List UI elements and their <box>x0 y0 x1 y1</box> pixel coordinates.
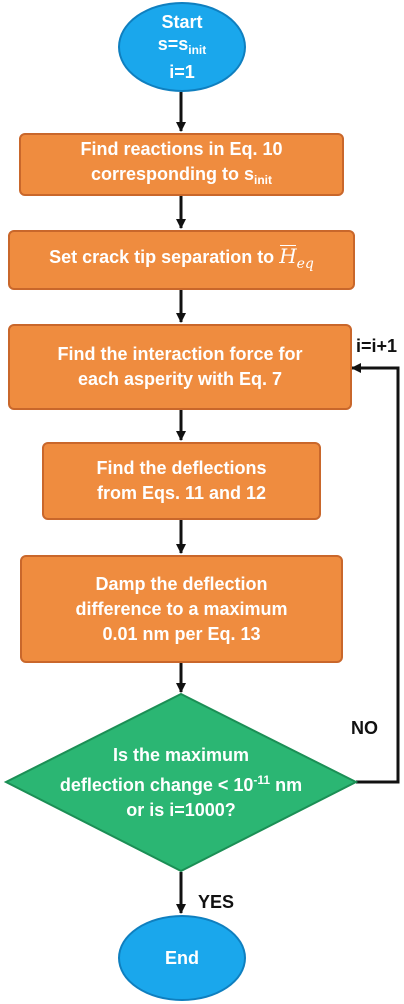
decision-line-1: Is the maximum <box>112 744 250 765</box>
damp-line-2: difference to a maximum <box>75 598 288 619</box>
decision-line-3: or is i=1000? <box>126 799 236 820</box>
interaction-line-2: each asperity with Eq. 7 <box>77 369 283 389</box>
damp-line-3: 0.01 nm per Eq. 13 <box>102 623 261 644</box>
start-init-line: s=sinit <box>157 34 207 57</box>
deflections-line-1: Find the deflections <box>96 458 267 478</box>
no-label: NO <box>351 718 378 738</box>
end-label: End <box>165 947 199 968</box>
separation-text: Set crack tip separation to Heq <box>49 243 314 272</box>
damp-line-1: Damp the deflection <box>95 573 268 594</box>
interaction-line-1: Find the interaction force for <box>57 344 303 364</box>
reactions-line-1: Find reactions in Eq. 10 <box>80 138 283 159</box>
end-node: End <box>118 915 246 1001</box>
interaction-step: Find the interaction force for each aspe… <box>8 324 352 410</box>
deflections-line-2: from Eqs. 11 and 12 <box>96 483 267 503</box>
deflections-step: Find the deflections from Eqs. 11 and 12 <box>42 442 321 520</box>
reactions-line-2: corresponding to sinit <box>90 163 272 187</box>
damp-step: Damp the deflection difference to a maxi… <box>20 555 343 663</box>
arrow-loop-no <box>351 363 400 784</box>
h-eq-symbol: Heq <box>279 243 314 272</box>
loop-increment-label: i=i+1 <box>356 336 398 356</box>
yes-label: YES <box>198 892 235 912</box>
reactions-step: Find reactions in Eq. 10 corresponding t… <box>19 133 344 196</box>
decision-line-2: deflection change < 10-11 nm <box>59 772 303 795</box>
separation-step: Set crack tip separation to Heq <box>8 230 355 290</box>
start-node: Start s=sinit i=1 <box>118 2 246 92</box>
start-counter: i=1 <box>169 62 195 82</box>
start-label: Start <box>161 12 203 32</box>
decision-node: Is the maximum deflection change < 10-11… <box>36 725 326 840</box>
decision-diamond <box>3 692 359 873</box>
